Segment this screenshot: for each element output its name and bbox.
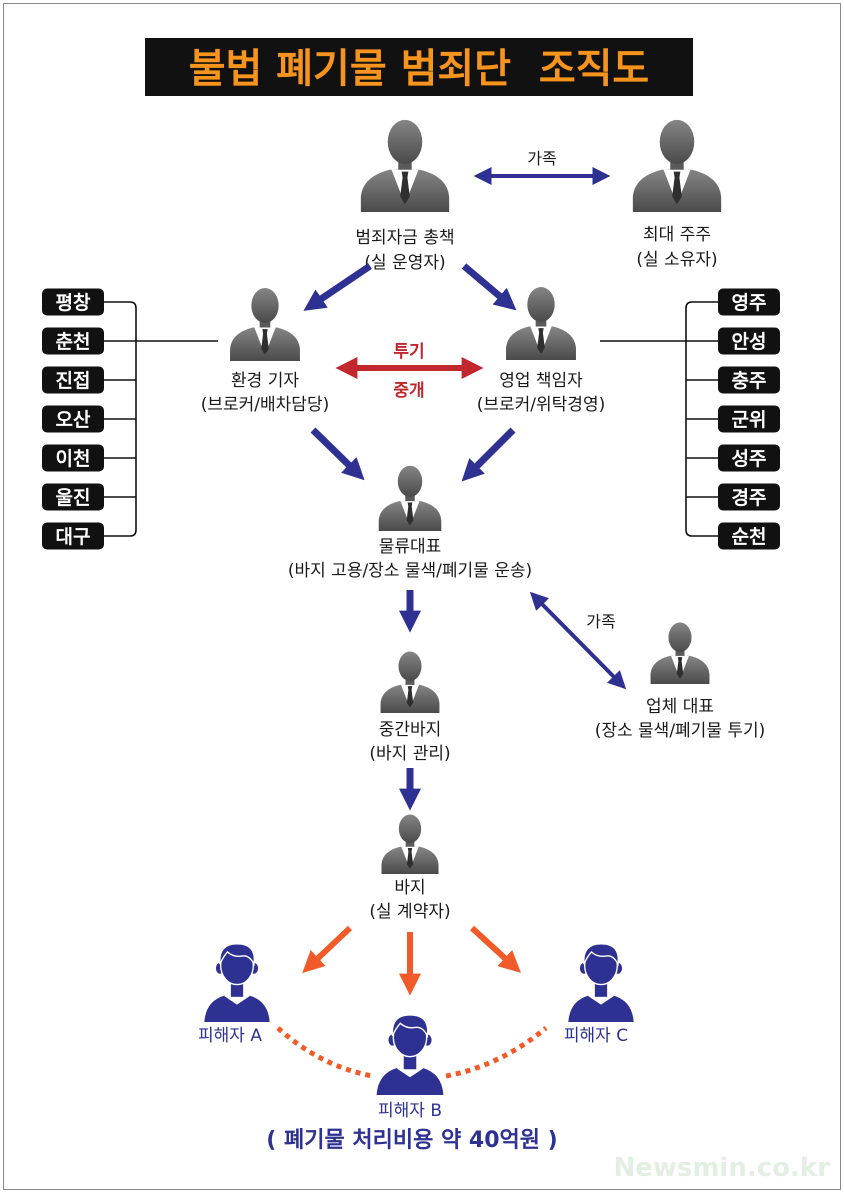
sales-to-logistics-arrow: [461, 427, 516, 482]
region-label: 순천: [732, 526, 767, 548]
family-double-arrow-bottom: [529, 591, 627, 690]
major-shareholder-role: (실 소유자): [636, 250, 717, 270]
reporter-to-logistics-arrow: [310, 427, 365, 481]
left-region-connector: [104, 301, 218, 537]
region-badge: 오산: [42, 405, 104, 433]
victim-c-label: 피해자 C: [564, 1026, 628, 1046]
region-badge: 울진: [42, 483, 104, 511]
baji-name: 바지: [394, 878, 425, 898]
middle-baji-role: (바지 관리): [369, 744, 450, 764]
victim-a-person-icon: [203, 942, 271, 1022]
victim-arrows: [302, 925, 521, 996]
watermark: Newsmin.co.kr: [613, 1153, 830, 1183]
region-label: 군위: [732, 409, 767, 431]
title-banner: 불법 폐기물 범죄단 조직도: [145, 38, 693, 96]
title-background: [145, 38, 693, 96]
sales-manager-person-icon: [506, 287, 576, 360]
environment-reporter-label: 환경 기자 (브로커/배차담당): [201, 371, 329, 415]
region-badge: 군위: [718, 405, 780, 433]
chief-role: (실 운영자): [364, 253, 445, 273]
region-label: 경주: [732, 487, 767, 509]
region-label: 영주: [732, 292, 767, 314]
company-ceo-label: 업체 대표 (장소 물색/폐기물 투기): [595, 697, 766, 741]
environment-reporter-role: (브로커/배차담당): [201, 395, 329, 415]
right-region-list: 영주 안성 충주 군위 성주 경주 순천: [718, 288, 780, 550]
region-label: 충주: [732, 370, 767, 392]
hierarchy-arrows: [303, 167, 627, 811]
region-badge: 경주: [718, 483, 780, 511]
family-relation-label-top: 가족: [527, 149, 556, 168]
company-ceo-role: (장소 물색/폐기물 투기): [595, 721, 766, 741]
sales-manager-label: 영업 책임자 (브로커/위탁경영): [477, 371, 605, 415]
logistics-ceo-label: 물류대표 (바지 고용/장소 물색/폐기물 운송): [288, 537, 532, 581]
chief-name: 범죄자금 총책: [355, 228, 454, 248]
region-badge: 이천: [42, 444, 104, 472]
region-label: 춘천: [56, 331, 91, 353]
region-label: 평창: [56, 292, 91, 314]
major-shareholder-name: 최대 주주: [643, 225, 711, 245]
environment-reporter-person-icon: [230, 288, 300, 361]
page-title: 불법 폐기물 범죄단 조직도: [189, 46, 650, 92]
region-label: 안성: [732, 331, 767, 353]
region-badge: 평창: [42, 288, 104, 316]
region-label: 오산: [56, 409, 91, 431]
baji-to-victim-a-arrow: [302, 925, 353, 974]
region-badge: 영주: [718, 288, 780, 316]
major-shareholder-label: 최대 주주 (실 소유자): [636, 225, 717, 270]
total-cost-caption: ( 폐기물 처리비용 약 40억원 ): [266, 1128, 557, 1153]
region-badge: 춘천: [42, 327, 104, 355]
logistics-ceo-name: 물류대표: [379, 537, 442, 557]
region-badge: 충주: [718, 366, 780, 394]
chief-label: 범죄자금 총책 (실 운영자): [355, 228, 454, 273]
region-badge: 안성: [718, 327, 780, 355]
region-label: 대구: [56, 526, 91, 548]
region-badge: 순천: [718, 522, 780, 550]
region-badge: 대구: [42, 522, 104, 550]
left-region-list: 평창 춘천 진접 오산 이천 울진 대구: [42, 288, 104, 550]
company-ceo-name: 업체 대표: [646, 697, 714, 717]
right-region-connector: [600, 301, 718, 537]
region-label: 이천: [56, 448, 91, 470]
region-badge: 진접: [42, 366, 104, 394]
victim-a-label: 피해자 A: [198, 1026, 262, 1046]
page-border: [3, 3, 841, 1190]
chief-to-reporter-arrow: [303, 263, 372, 311]
baji-person-icon: [381, 814, 439, 874]
victim-link-dotted-left: [276, 1026, 373, 1079]
region-badge: 성주: [718, 444, 780, 472]
baji-to-victim-c-arrow: [469, 925, 521, 973]
logistics-ceo-person-icon: [378, 465, 442, 531]
dumping-relation-label: 투기: [393, 342, 424, 362]
brokerage-relation-label: 중개: [393, 381, 424, 401]
sales-manager-role: (브로커/위탁경영): [477, 395, 605, 415]
company-ceo-person-icon: [650, 622, 710, 684]
middle-baji-person-icon: [380, 651, 440, 713]
middle-baji-name: 중간바지: [379, 720, 442, 740]
region-label: 진접: [56, 370, 91, 392]
sales-manager-name: 영업 책임자: [499, 371, 583, 391]
middle-baji-label: 중간바지 (바지 관리): [369, 720, 450, 764]
victim-b-person-icon: [375, 1014, 445, 1095]
victim-b-label: 피해자 B: [378, 1101, 442, 1121]
environment-reporter-name: 환경 기자: [231, 371, 299, 391]
victim-c-person-icon: [567, 942, 635, 1022]
region-label: 울진: [56, 487, 91, 509]
major-shareholder-person-icon: [632, 119, 722, 212]
chief-to-sales-arrow: [461, 263, 517, 311]
logistics-ceo-role: (바지 고용/장소 물색/폐기물 운송): [288, 561, 532, 581]
baji-label: 바지 (실 계약자): [369, 878, 450, 922]
baji-role: (실 계약자): [369, 902, 450, 922]
chief-person-icon: [360, 119, 450, 212]
family-relation-label-bottom: 가족: [586, 612, 615, 631]
victim-link-dotted-right: [445, 1026, 548, 1079]
region-label: 성주: [732, 448, 767, 470]
